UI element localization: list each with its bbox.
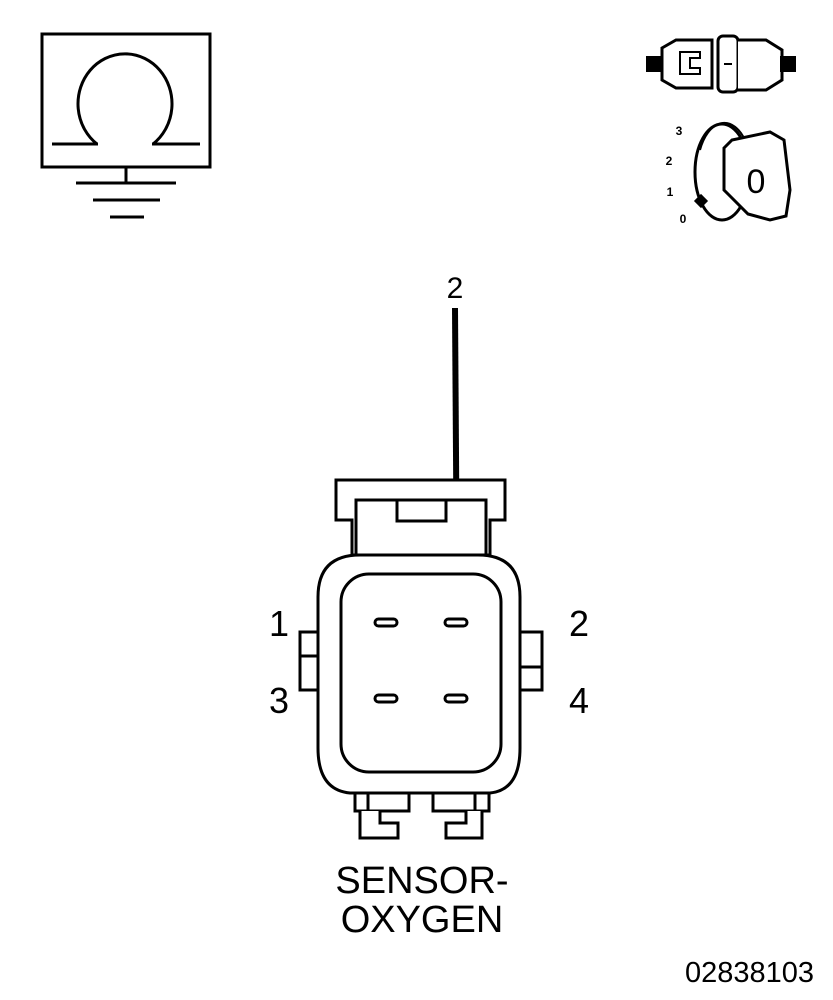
pin-label-1: 1 [269,603,289,644]
pin-slot-4 [443,693,469,704]
oxygen-sensor-connector [298,478,544,840]
pin-label-2: 2 [569,603,589,644]
pin-slot-2 [443,617,469,628]
probe-pin-label: 2 [447,272,464,305]
pin-slot-1 [373,617,399,628]
pin-label-4: 4 [569,680,589,721]
key-label: 0 [747,163,766,201]
key-position-2: 2 [666,154,673,168]
key-position-3: 3 [676,124,683,138]
connector-name-line1: SENSOR- [335,860,508,902]
pin-slot-3 [373,693,399,704]
pin-label-3: 3 [269,680,289,721]
ignition-key-icon: 3 2 1 0 0 [666,121,792,226]
figure-id: 02838103 [685,957,814,989]
key-position-0: 0 [680,212,687,226]
connector-name-line2: OXYGEN [341,899,504,941]
ohmmeter-ground-icon [40,32,212,219]
connector-disconnected-icon [646,34,796,94]
key-position-1: 1 [667,185,674,199]
